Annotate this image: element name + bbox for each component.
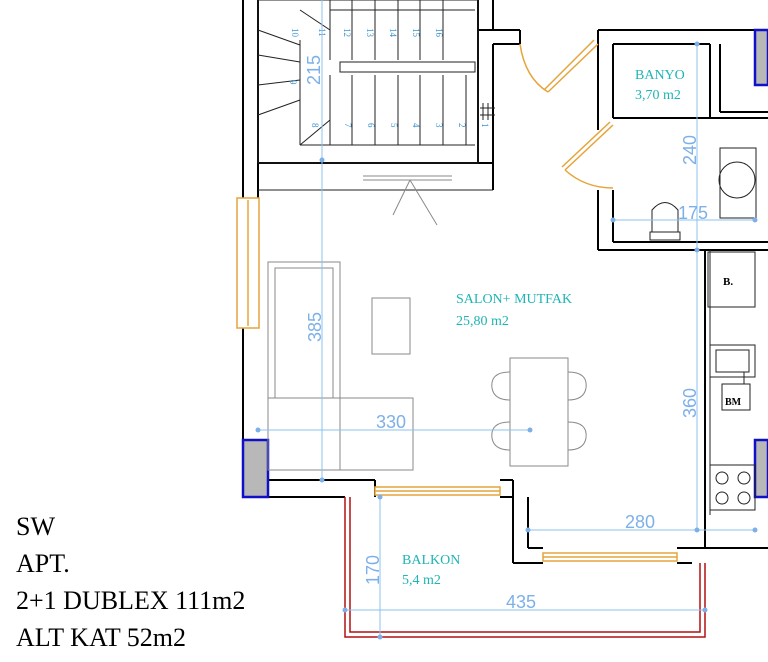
room-area-salon: 25,80 m2 [456,314,509,329]
stair-step-number: 3 [434,123,444,128]
stair-step-number: 7 [343,123,353,128]
stair-step-number: 12 [342,28,352,37]
stair-step-number: 13 [365,28,375,38]
room-name-banyo: BANYO [635,68,685,83]
room-name-balkon: BALKON [402,553,460,568]
doors [519,39,614,189]
stair-step-number: 4 [411,123,421,128]
windows [236,197,678,562]
dim-balcony-width: 435 [506,592,536,612]
info-line-floor: ALT KAT 52m2 [16,623,186,652]
stair-step-number: 16 [434,28,444,38]
dim-bath-width: 175 [678,203,708,223]
dishwasher-label: B. [723,276,733,288]
stair-step-number: 10 [290,28,300,38]
stair-step-number: 1 [480,123,490,128]
balcony-railing [344,497,706,638]
info-line-block: SW [16,512,55,541]
room-area-banyo: 3,70 m2 [635,88,681,103]
room-area-balkon: 5,4 m2 [402,573,441,588]
stair-step-number: 9 [288,80,298,85]
staircase [257,0,495,164]
stair-step-number: 15 [411,28,421,38]
room-name-salon: SALON+ MUTFAK [456,292,572,307]
stair-step-number: 5 [389,123,399,128]
dim-bath-height: 240 [680,135,700,165]
info-line-layout: 2+1 DUBLEX 111m2 [16,586,246,615]
dimension-lines [255,0,758,640]
furniture [267,147,757,511]
dim-living-width: 330 [376,412,406,432]
info-line-type: APT. [16,549,70,578]
washer-label: BM [725,397,742,408]
stair-step-number: 2 [457,123,467,128]
apartment-info: SW APT. 2+1 DUBLEX 111m2 ALT KAT 52m2 [16,508,245,656]
stair-step-number: 8 [310,123,320,128]
dim-stair-height: 215 [304,55,324,85]
dim-kitchen-width: 280 [625,512,655,532]
stair-step-number: 14 [388,28,398,38]
dim-living-height: 385 [305,312,325,342]
stair-step-number: 6 [366,123,376,128]
dim-balcony-height: 170 [363,555,383,585]
dim-kitchen-height: 360 [680,388,700,418]
